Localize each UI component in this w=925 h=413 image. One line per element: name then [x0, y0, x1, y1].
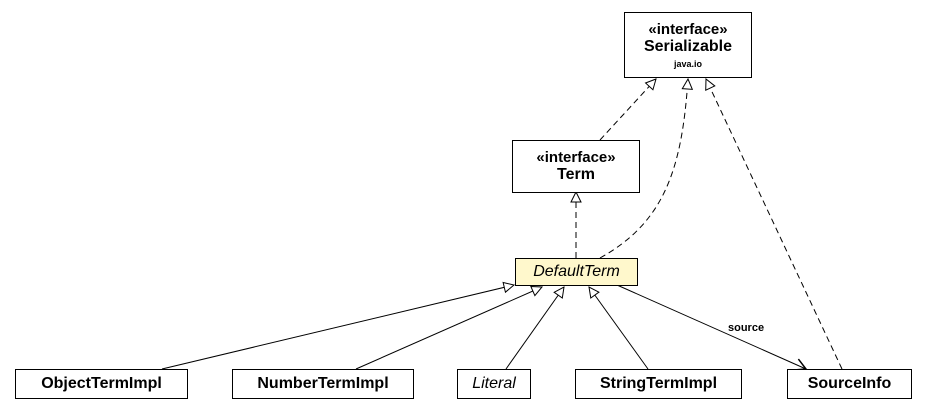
class-name: Term: [557, 165, 595, 183]
stereotype-label: «interface»: [536, 148, 616, 166]
class-stringtermimpl[interactable]: StringTermImpl: [575, 369, 742, 399]
stereotype-label: «interface»: [648, 21, 728, 38]
generalization-numbertermimpl-defaultterm: [355, 287, 542, 370]
package-label: java.io: [673, 58, 702, 69]
class-name: SourceInfo: [807, 374, 892, 392]
class-sourceinfo[interactable]: SourceInfo: [787, 369, 912, 399]
generalization-literal-defaultterm: [505, 287, 564, 370]
class-name: Serializable: [643, 38, 733, 56]
generalization-stringtermimpl-defaultterm: [589, 287, 649, 370]
class-name: DefaultTerm: [533, 262, 620, 280]
association-label: source: [728, 322, 764, 334]
association-source: [616, 284, 808, 371]
realization-term-serializable: [599, 79, 656, 141]
realization-defaultterm-serializable: [599, 79, 688, 259]
class-term[interactable]: «interface» Term: [512, 140, 640, 193]
class-name: Literal: [472, 374, 516, 392]
class-defaultterm[interactable]: DefaultTerm: [515, 258, 638, 286]
class-serializable[interactable]: «interface» Serializable java.io: [624, 12, 752, 78]
class-name: NumberTermImpl: [257, 374, 389, 392]
class-name: StringTermImpl: [599, 374, 718, 392]
realization-sourceinfo-serializable: [706, 79, 843, 370]
generalization-objecttermimpl-defaultterm: [161, 285, 514, 370]
class-objecttermimpl[interactable]: ObjectTermImpl: [15, 369, 188, 399]
class-literal[interactable]: Literal: [457, 369, 531, 399]
class-numbertermimpl[interactable]: NumberTermImpl: [232, 369, 414, 399]
class-name: ObjectTermImpl: [41, 374, 162, 392]
